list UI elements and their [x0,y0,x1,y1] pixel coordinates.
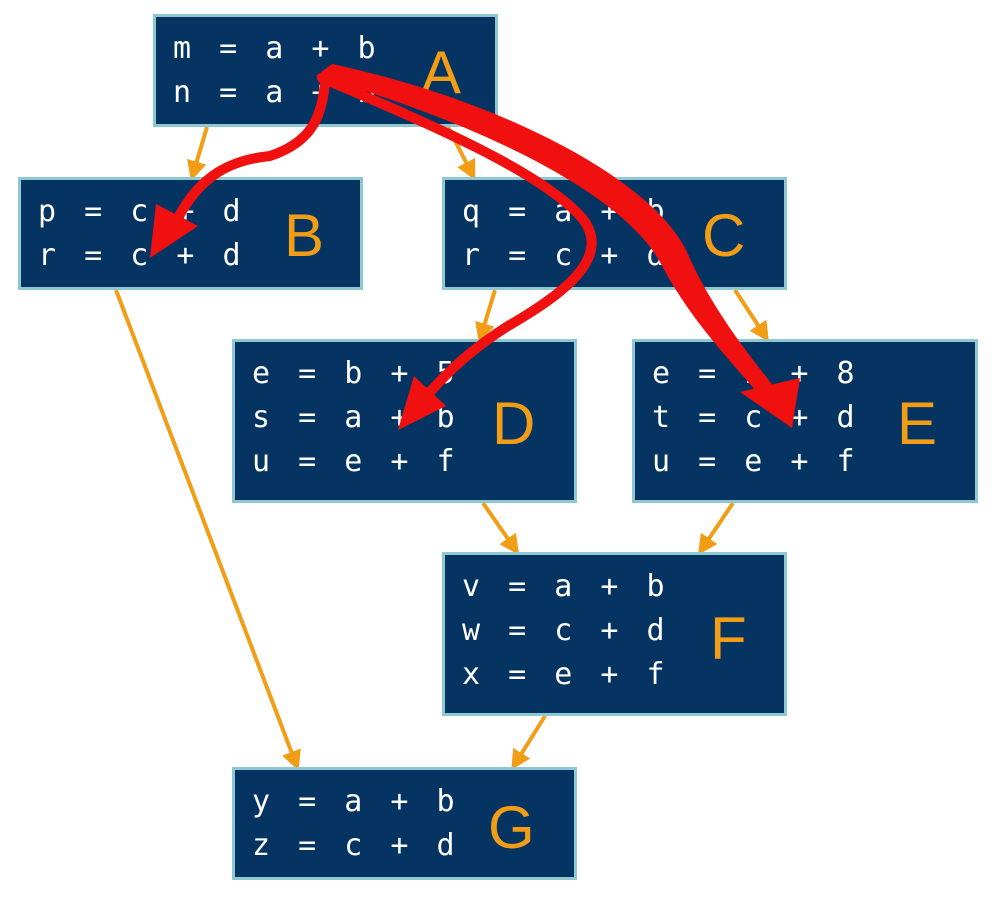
code-line: x = e + f [462,657,670,692]
block-d: e = b + 5 s = a + b u = e + f D [232,339,577,503]
edge-b-to-g [114,289,301,771]
block-g: y = a + b z = c + d G [232,767,577,880]
block-d-label: D [492,390,536,457]
highlight-arrow-a-to-e-head [740,378,800,428]
edge-f-to-g [511,714,547,771]
block-g-code: y = a + b z = c + d [252,780,460,868]
code-line: t = c + d [652,400,860,435]
code-line: r = c + d [38,238,246,273]
block-b-label: B [284,202,325,269]
edge-c-to-d [475,289,497,343]
code-line: p = c + d [38,194,246,229]
edge-d-to-f [481,501,520,555]
block-g-label: G [488,794,535,861]
block-e-code: e = b + 8 t = c + d u = e + f [652,352,860,484]
block-e: e = b + 8 t = c + d u = e + f E [632,339,978,503]
edge-a-to-b [187,126,209,181]
code-line: y = a + b [252,784,460,819]
highlight-arrow-a-to-e [316,64,778,398]
block-c-label: C [702,202,746,269]
block-f-label: F [710,605,747,672]
code-line: v = a + b [462,569,670,604]
code-line: r = c + d [462,238,670,273]
block-b-code: p = c + d r = c + d [38,190,246,278]
code-line: u = e + f [252,444,460,479]
edge-c-to-e [733,288,769,343]
edge-e-to-f [697,501,735,555]
code-line: u = e + f [652,444,860,479]
block-f: v = a + b w = c + d x = e + f F [442,552,787,716]
highlight-arrow-a-to-b [173,71,331,223]
code-line: w = c + d [462,613,670,648]
block-f-code: v = a + b w = c + d x = e + f [462,565,670,697]
highlight-arrow-a-to-d-head [398,376,446,430]
code-line: z = c + d [252,828,460,863]
highlight-arrow-a-to-b-head [150,204,198,258]
highlight-arrow-a-to-d [317,73,597,397]
block-e-label: E [897,390,938,457]
code-line: m = a + b [173,31,381,66]
